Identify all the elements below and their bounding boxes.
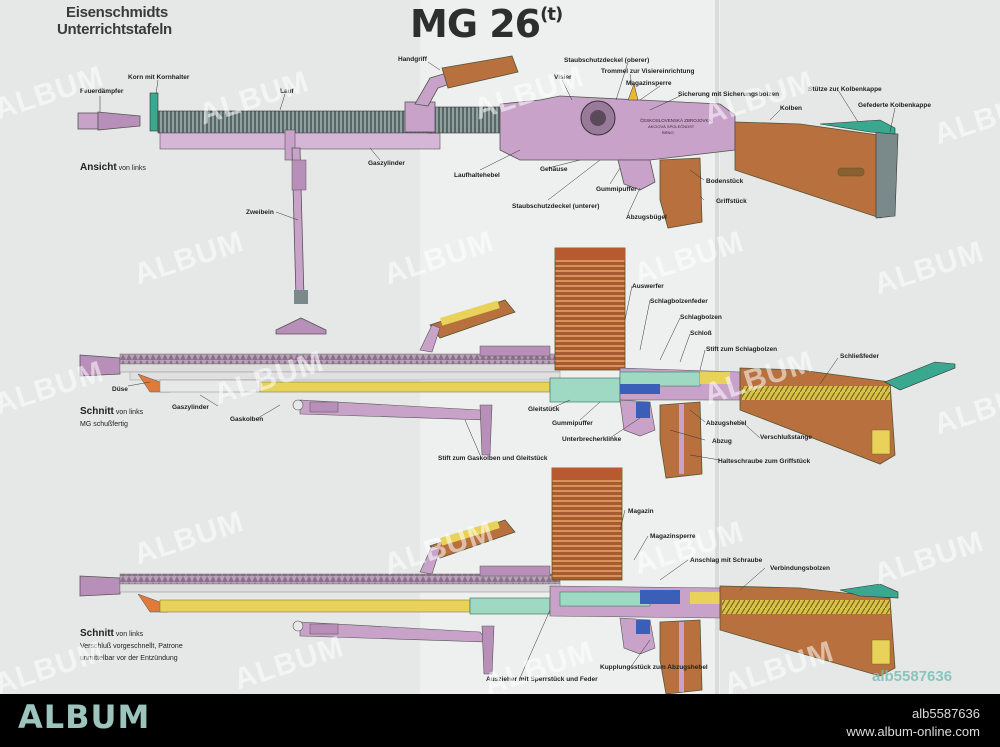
label-kupplungsstueck: Kupplungsstück zum Abzugshebel [600,664,708,671]
label-abzug: Abzug [712,438,732,445]
gas-piston-rod [259,381,551,393]
label-magazinsperre: Magazinsperre [626,80,672,87]
label-trommel: Trommel zur Visiereinrichtung [601,68,695,75]
label-abzugsbuegel: Abzugsbügel [626,214,667,221]
label-auszieher: Auszieher mit Sperrstück und Feder [486,676,598,683]
label-unterbrecherklinke: Unterbrecherklinke [562,436,622,443]
front-sight [149,92,159,132]
gun-side-view: ČESKOSLOVENSKÁ ZBROJOVKA AKCIOVÁ SPOLEČN… [77,55,899,335]
bolt-carrier [549,377,621,403]
label-gaszylinder-top: Gaszylinder [368,160,405,167]
label-stuetze: Stütze zur Kolbenkappe [808,86,882,93]
label-schliessfeder: Schließfeder [840,353,880,360]
receiver-stamp: ČESKOSLOVENSKÁ ZBROJOVKA [640,117,712,123]
flash-hider [77,112,99,130]
label-staubschutzdeckel-unten: Staubschutzdeckel (unterer) [512,203,600,210]
label-schloss: Schloß [690,330,712,337]
label-gummipuffer-top: Gummipuffer [596,186,637,193]
label-gleitstueck: Gleitstück [528,406,560,413]
label-abzugshebel: Abzugshebel [706,420,747,427]
fold-crease [715,0,719,694]
svg-text:BRNO: BRNO [662,130,674,135]
label-magazinsperre-bot: Magazinsperre [650,533,696,540]
label-auswerfer: Auswerfer [632,283,664,290]
gun-section-ready [79,247,956,479]
pistol-grip [659,157,703,229]
trigger-guard [617,159,656,191]
label-duese: Düse [112,386,128,393]
magazine [554,247,626,371]
watermark-id: alb5587636 [872,668,953,685]
label-feuerdaempfer: Feuerdämpfer [80,88,124,95]
page-title: MG 26(t) [410,2,563,46]
label-lauf: Lauf [280,88,294,95]
label-stift-schlagbolzen: Stift zum Schlagbolzen [706,346,778,353]
gas-cylinder [159,132,441,150]
label-zweibein: Zweibein [246,209,274,216]
butt-plate [875,131,899,219]
bipod-foot [275,317,327,335]
label-verbindungsbolzen: Verbindungsbolzen [770,565,830,572]
label-laufhaltehebel: Laufhaltehebel [454,172,500,179]
label-kolbenkappe: Gefederte Kolbenkappe [858,102,931,109]
site-url: www.album-online.com [846,724,980,739]
svg-text:AKCIOVÁ SPOLEČNOST: AKCIOVÁ SPOLEČNOST [648,124,695,129]
label-griffstueck: Griffstück [716,198,747,205]
label-stift-gaskolben: Stift zum Gaskolben und Gleitstück [438,455,548,462]
caption-side-view: Ansicht von links [80,162,146,173]
poster: Eisenschmidts Unterrichtstafeln MG 26(t) [0,0,1000,694]
label-gummipuffer-mid: Gummipuffer [552,420,593,427]
image-id: alb5587636 [912,706,980,721]
barrel-fins [157,110,429,134]
album-logo: ALBUM [18,698,151,736]
header-line2: Unterrichtstafeln [57,21,172,38]
label-visier: Visier [554,74,572,81]
label-halteschraube: Halteschraube zum Griffstück [718,458,811,465]
label-korn: Korn mit Kornhalter [128,74,190,81]
label-schlagbolzenfeder: Schlagbolzenfeder [650,298,708,305]
leader-lines [99,61,896,679]
receiver [499,95,736,161]
label-bodenstueck: Bodenstück [706,178,744,185]
label-schlagbolzen: Schlagbolzen [680,314,722,321]
mg26-diagram: ČESKOSLOVENSKÁ ZBROJOVKA AKCIOVÁ SPOLEČN… [77,55,956,694]
label-gehaeuse: Gehäuse [540,166,568,173]
label-magazin: Magazin [628,508,654,515]
footer-bar: ALBUM alb5587636 www.album-online.com [0,694,1000,747]
gun-section-bolt-forward [79,467,899,694]
label-staubschutzdeckel-oben: Staubschutzdeckel (oberer) [564,57,650,64]
header-line1: Eisenschmidts [66,4,168,21]
label-anschlag: Anschlag mit Schraube [690,557,763,564]
label-handgriff: Handgriff [398,56,427,63]
label-gaszylinder-mid: Gaszylinder [172,404,209,411]
label-kolben: Kolben [780,105,803,112]
label-sicherung: Sicherung mit Sicherungsbolzen [678,91,780,98]
label-gaskolben: Gaskolben [230,416,264,423]
buttstock [734,121,896,219]
label-verschlussstange: Verschlußstange [760,434,813,441]
carry-handle [441,55,519,89]
